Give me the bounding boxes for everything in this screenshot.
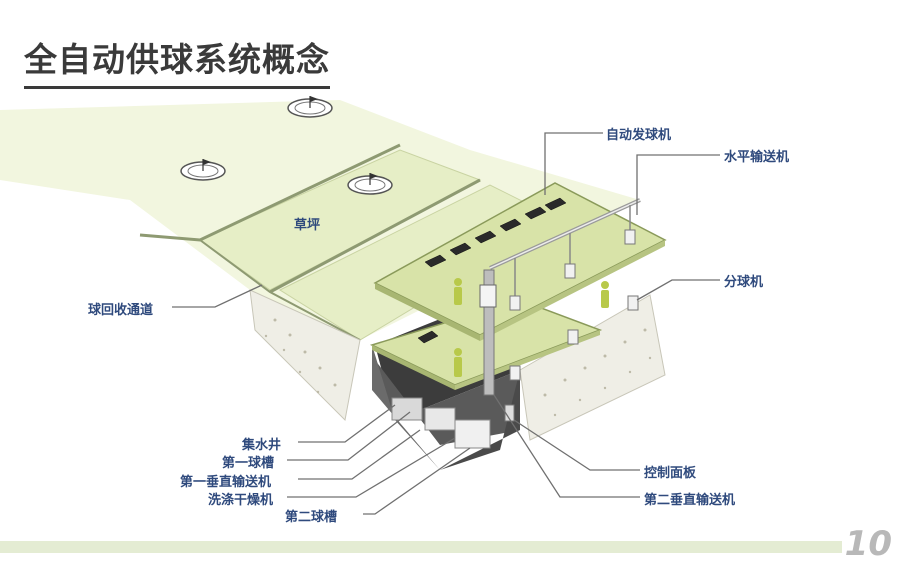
- control-panel-unit: [479, 284, 497, 308]
- upper-platform-edge: [375, 283, 480, 341]
- label-lawn: 草坪: [294, 218, 321, 233]
- first-trough-box: [424, 407, 456, 431]
- distributor-box: [509, 365, 521, 381]
- soil-right-face: [519, 294, 666, 441]
- footer-bar: [0, 541, 842, 553]
- person-icon: [601, 281, 609, 308]
- label-second-vertical-conveyor: 第二垂直输送机: [644, 493, 736, 508]
- horizontal-conveyor: [489, 199, 641, 269]
- label-auto-dispenser: 自动发球机: [606, 128, 672, 143]
- basement-front-right: [440, 370, 520, 470]
- person-icon: [454, 348, 462, 377]
- golf-hole-icon: [347, 173, 393, 195]
- label-return-channel: 球回收通道: [88, 303, 154, 318]
- lower-platform-edge: [372, 345, 455, 390]
- distributor-box: [564, 263, 576, 279]
- distributor-box: [624, 229, 636, 245]
- distributor-box: [627, 295, 639, 311]
- second-vertical-conveyor: [483, 269, 495, 396]
- upper-platform-edge: [480, 240, 665, 341]
- sump-tank: [391, 397, 423, 421]
- leader-lines: [172, 132, 720, 515]
- soil-texture: [264, 318, 652, 417]
- auto-dispenser-icon: [417, 197, 567, 344]
- label-sump: 集水井: [242, 438, 282, 453]
- golf-hole-icon: [180, 159, 226, 181]
- page-number: 10: [844, 524, 892, 564]
- wash-dryer-box: [454, 419, 491, 449]
- page-title: 全自动供球系统概念: [24, 38, 330, 89]
- return-channel-line: [269, 178, 481, 294]
- label-second-trough: 第二球槽: [285, 510, 338, 525]
- label-wash-dryer: 洗涤干燥机: [208, 493, 274, 508]
- label-control-panel: 控制面板: [644, 466, 697, 481]
- label-horizontal-conveyor: 水平输送机: [724, 150, 790, 165]
- person-icon: [454, 278, 462, 305]
- soil-left-face: [249, 289, 361, 422]
- return-channel-line: [199, 239, 361, 341]
- distributor-box: [509, 295, 521, 311]
- label-distributor: 分球机: [724, 275, 764, 290]
- label-first-vertical-conveyor: 第一垂直输送机: [180, 475, 272, 490]
- golf-hole-icon: [287, 96, 333, 118]
- label-first-trough: 第一球槽: [222, 456, 275, 471]
- distributor-box: [567, 329, 579, 345]
